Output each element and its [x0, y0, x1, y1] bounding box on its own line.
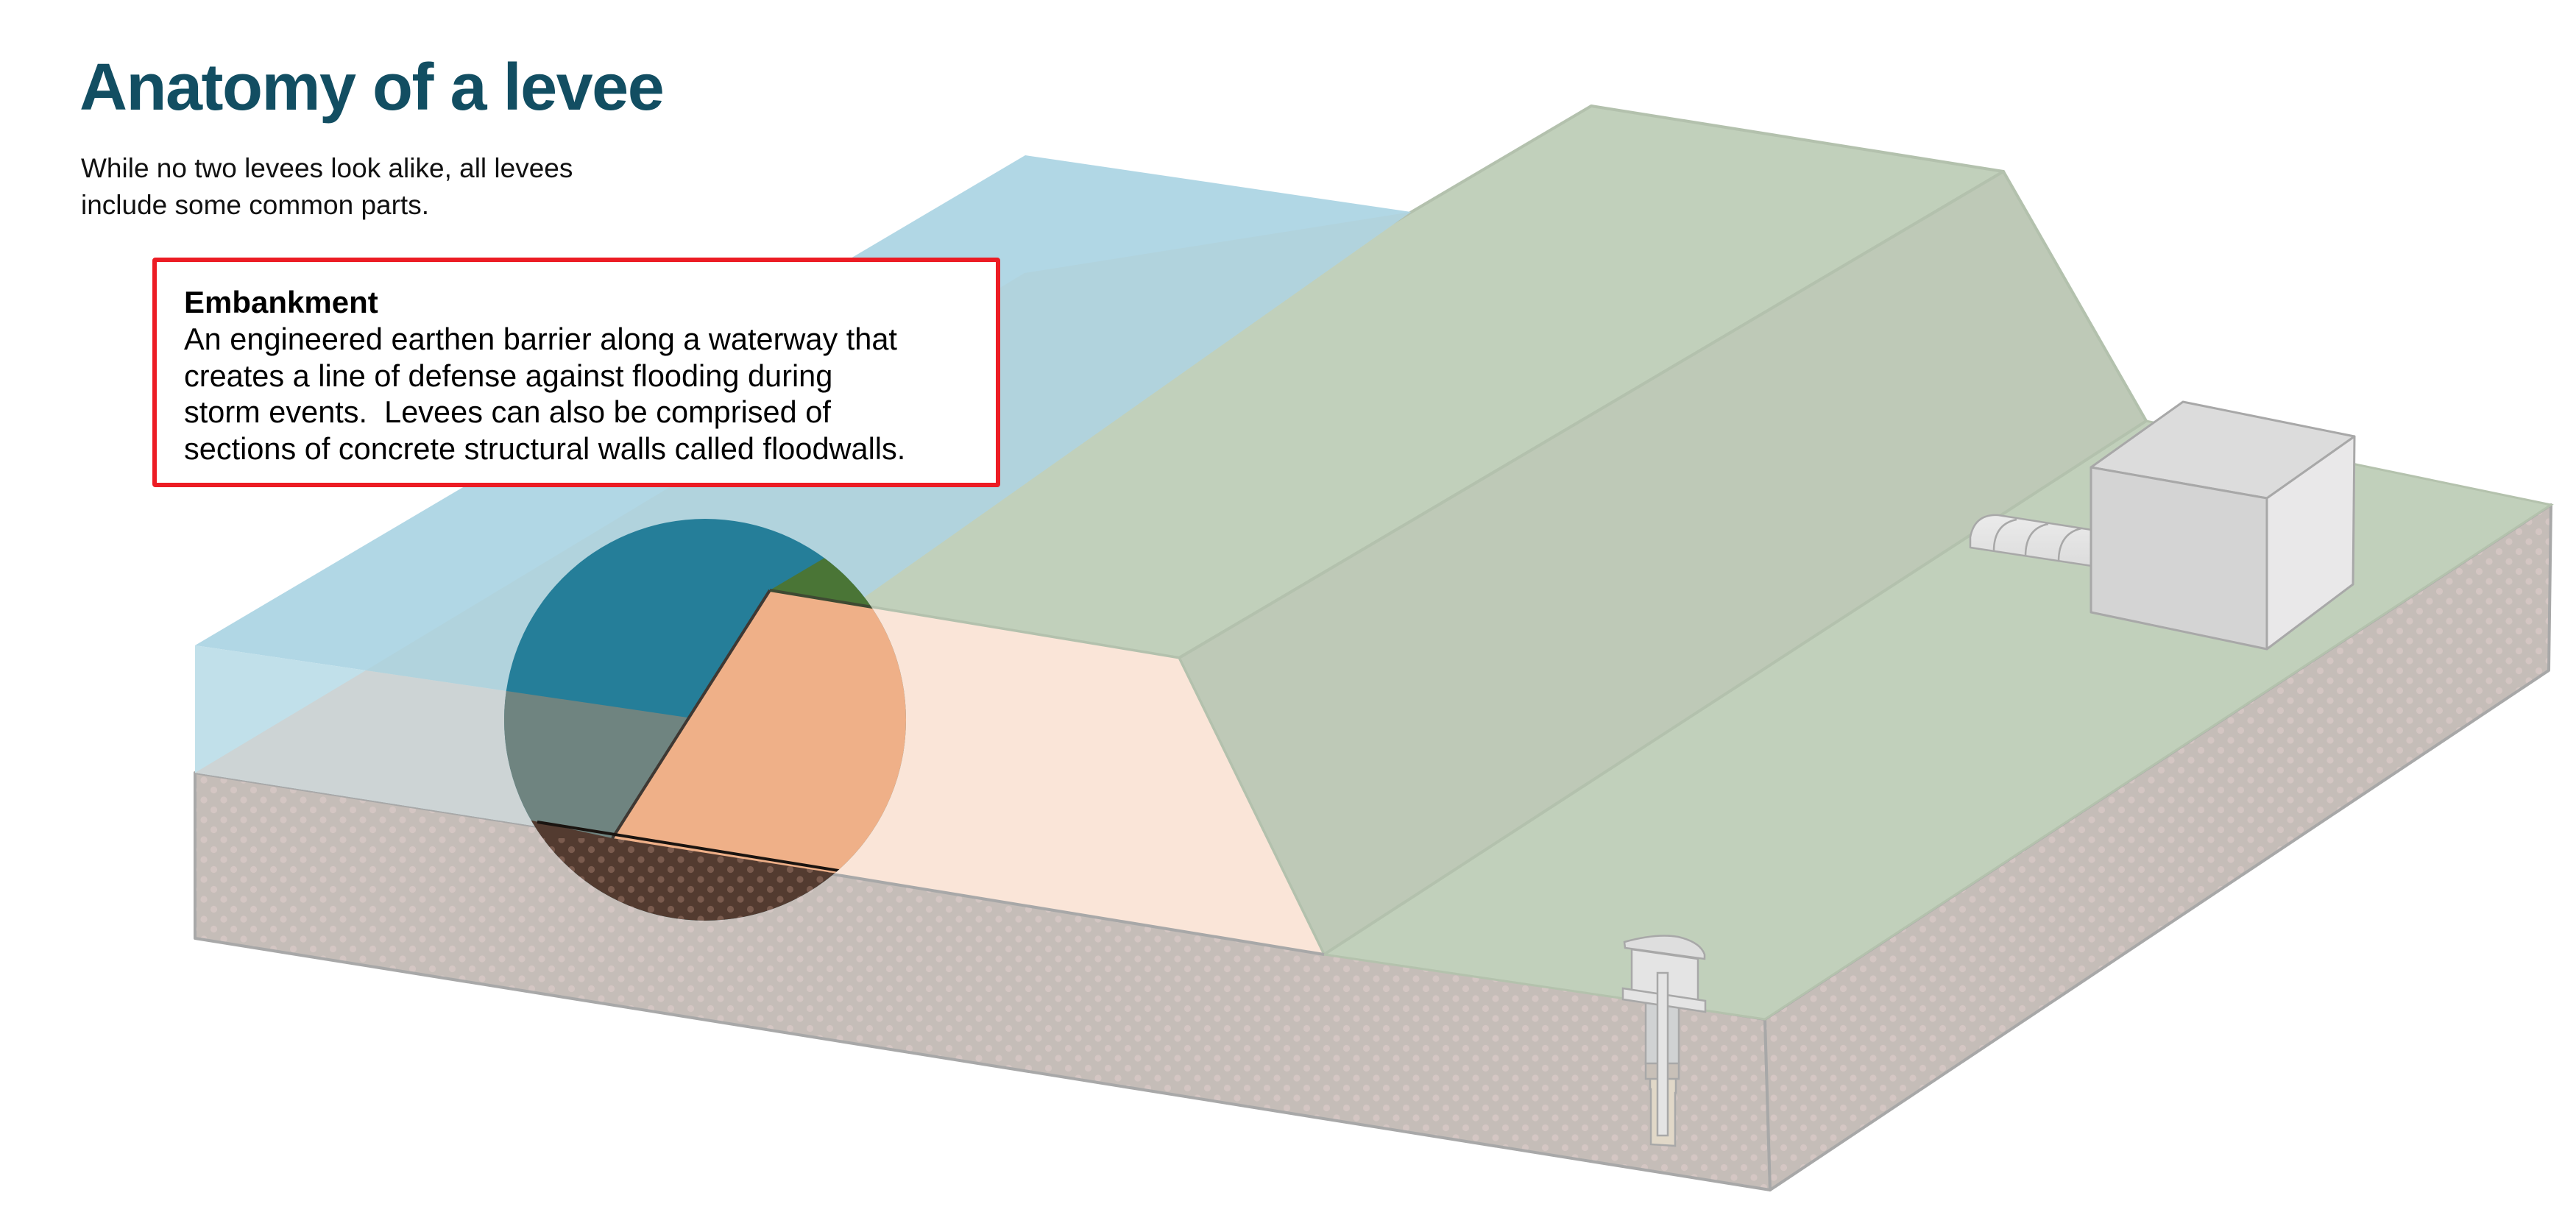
callout-line-1: An engineered earthen barrier along a wa…: [184, 322, 897, 356]
page-subtitle: While no two levees look alike, all leve…: [81, 150, 573, 224]
embankment-highlight-circle: [504, 519, 906, 921]
subtitle-line-1: While no two levees look alike, all leve…: [81, 153, 573, 183]
callout-line-3: storm events. Levees can also be compris…: [184, 394, 831, 429]
building-side: [2265, 435, 2356, 651]
pump-station-building: [2090, 400, 2356, 651]
callout-description: An engineered earthen barrier along a wa…: [184, 321, 905, 467]
callout-line-2: creates a line of defense against floodi…: [184, 358, 833, 393]
piezometer-well: [1621, 935, 1707, 1147]
embankment-callout: Embankment An engineered earthen barrier…: [152, 258, 1000, 487]
subtitle-line-2: include some common parts.: [81, 190, 429, 220]
drainage-culvert-pipe: [1969, 514, 2093, 567]
page-title: Anatomy of a levee: [79, 51, 665, 124]
callout-heading: Embankment: [184, 285, 378, 319]
callout-line-4: sections of concrete structural walls ca…: [184, 431, 906, 466]
